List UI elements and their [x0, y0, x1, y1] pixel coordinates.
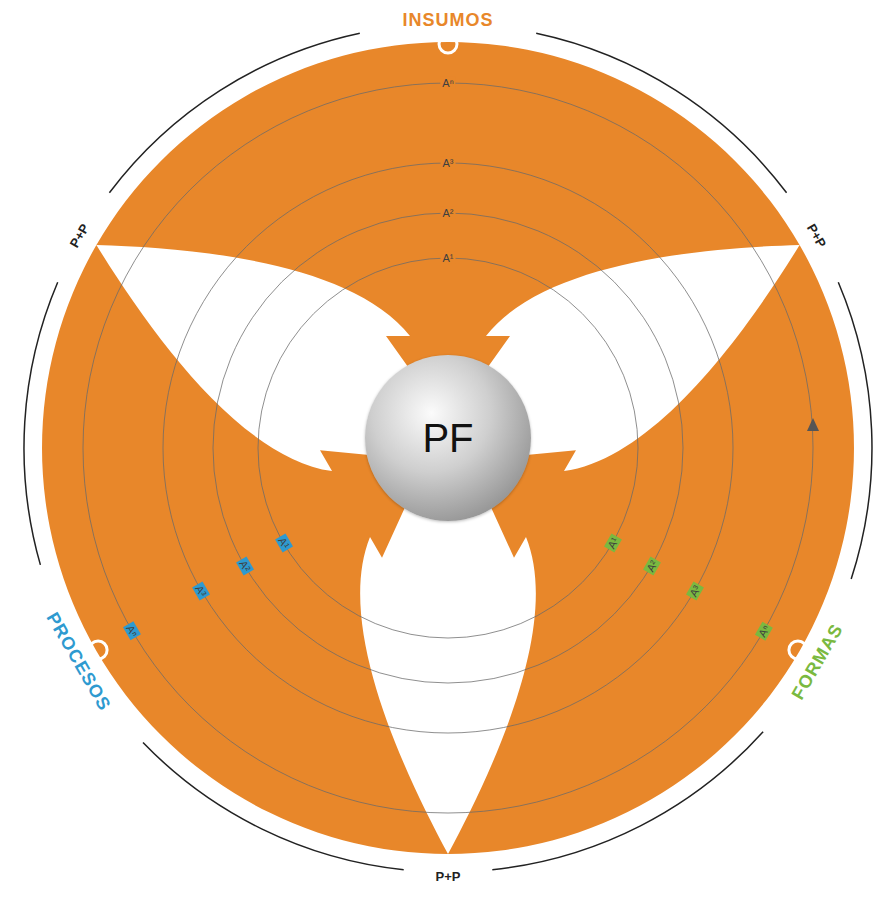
- level-circles: [83, 83, 813, 813]
- center-sphere: PF: [365, 355, 531, 521]
- marker-ring: [89, 641, 107, 659]
- marker-ring: [789, 641, 807, 659]
- ring-label: P+P: [802, 219, 830, 253]
- marker-ring: [439, 35, 457, 53]
- markers: [89, 35, 807, 659]
- level-label: A³: [441, 157, 456, 169]
- ring-label: P+P: [66, 219, 94, 253]
- marker-dots: [444, 40, 452, 48]
- level-circle: [163, 163, 733, 733]
- section-title: INSUMOS: [398, 11, 497, 31]
- outer-ring: [24, 33, 872, 869]
- level-circle: [258, 258, 638, 638]
- level-label: Aⁿ: [440, 77, 455, 89]
- level-label: A¹: [441, 252, 456, 264]
- ring-label: P+P: [433, 870, 464, 884]
- level-circle: [83, 83, 813, 813]
- arrow-group: [0, 42, 878, 907]
- direction-arrowhead: [807, 418, 819, 431]
- level-label: A²: [441, 207, 456, 219]
- level-circle: [213, 213, 683, 683]
- center-label: PF: [422, 416, 473, 461]
